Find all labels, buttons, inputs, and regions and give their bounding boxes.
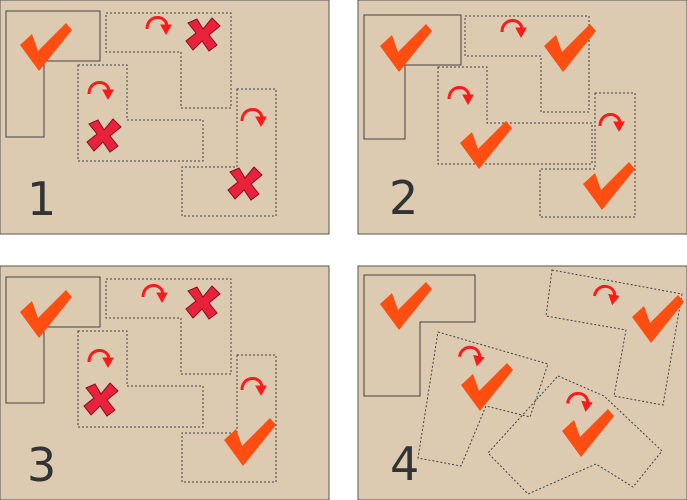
middle-piece-outline: [77, 330, 204, 428]
right-piece-outline: [487, 375, 663, 495]
panel-number: 4: [390, 437, 419, 491]
panel-4: 4: [357, 265, 687, 500]
top-piece-outline: [105, 12, 232, 109]
panel-number: 2: [389, 171, 418, 225]
panel-number: 1: [27, 172, 56, 226]
panel-number: 3: [27, 438, 56, 492]
middle-piece-outline: [437, 66, 593, 165]
right-piece-outline: [181, 88, 277, 217]
top-piece-outline: [464, 15, 590, 113]
panel-1: 1: [0, 0, 330, 235]
middle-piece-outline: [417, 331, 549, 467]
top-piece-outline: [545, 269, 683, 406]
l-piece-outline: [363, 14, 462, 140]
panel-2: 2: [357, 0, 687, 235]
middle-piece-outline: [77, 64, 204, 162]
top-piece-outline: [105, 278, 232, 375]
panel-3: 3: [0, 265, 330, 500]
l-piece-outline: [363, 274, 476, 397]
right-piece-outline: [539, 92, 636, 218]
